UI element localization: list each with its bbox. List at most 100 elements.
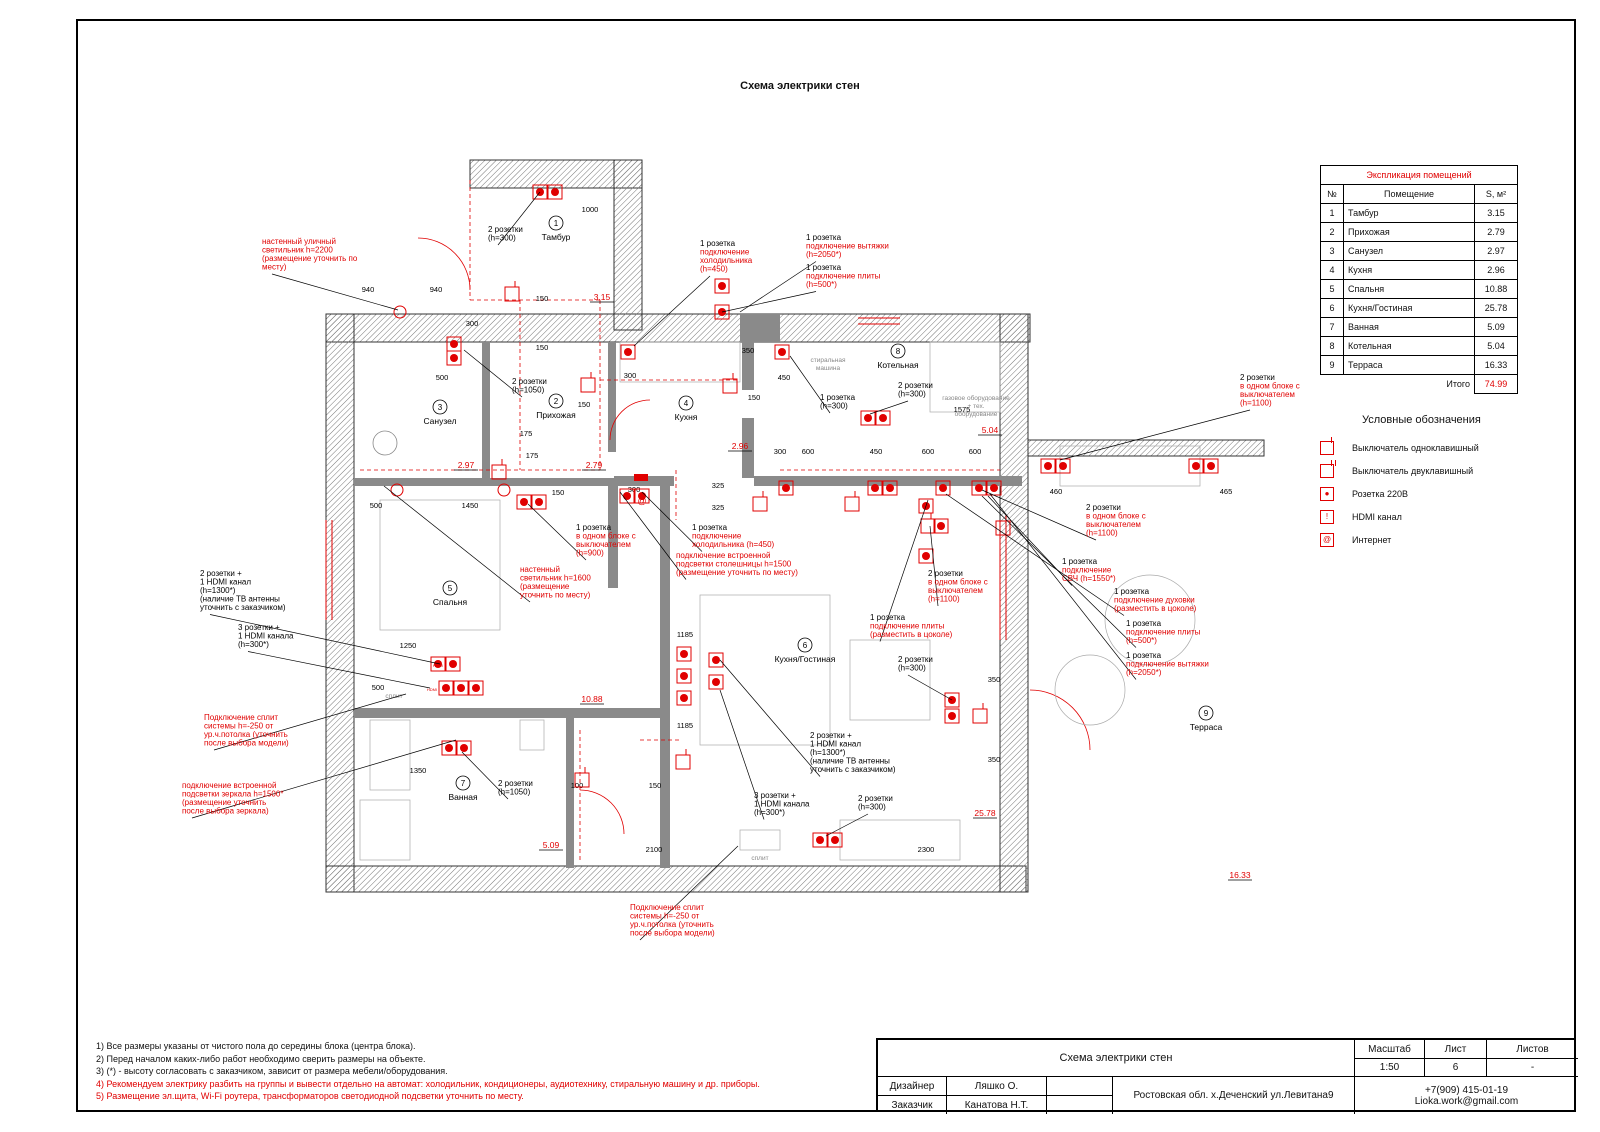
stamp-sheet-label: Лист bbox=[1424, 1040, 1486, 1058]
room-name: Терраса bbox=[1190, 722, 1223, 732]
socket-icon bbox=[1188, 458, 1204, 474]
socket-icon bbox=[532, 184, 548, 200]
dimension-label: 940 bbox=[430, 285, 443, 294]
furniture-outline bbox=[929, 341, 1001, 413]
socket-icon bbox=[1059, 462, 1067, 470]
callout-text: 1 розетка(h=300) bbox=[820, 393, 856, 411]
socket-icon bbox=[864, 414, 872, 422]
room-number-circle bbox=[890, 343, 906, 359]
explication-row: 1 Тамбур 3.15 bbox=[1320, 203, 1518, 223]
callout-leader bbox=[719, 659, 821, 777]
socket-icon bbox=[619, 488, 635, 504]
exterior-wall bbox=[1027, 439, 1265, 457]
callout-text: 1 розетка bbox=[1126, 619, 1162, 628]
walls bbox=[325, 159, 1265, 893]
stamp-drawing-title: Схема электрики стен bbox=[1059, 1052, 1173, 1064]
room-area-tag: 3.15 bbox=[594, 292, 611, 302]
socket-icon bbox=[922, 552, 930, 560]
legend-item-label: Выключатель двуклавишный bbox=[1352, 465, 1474, 476]
explication-total-label: Итого bbox=[1446, 379, 1470, 390]
interior-wall bbox=[354, 478, 608, 486]
socket-icon bbox=[712, 678, 720, 686]
hdmi-icon: HDMI bbox=[433, 663, 443, 668]
socket-icon bbox=[445, 744, 453, 752]
socket-icon bbox=[879, 414, 887, 422]
stamp-address: Ростовская обл. х.Деченский ул.Левитана9 bbox=[1112, 1076, 1354, 1114]
furniture-outline bbox=[359, 799, 411, 861]
socket-icon bbox=[860, 410, 876, 426]
single-switch-icon bbox=[504, 286, 520, 302]
room-number-circle bbox=[432, 399, 448, 415]
callout-leader bbox=[641, 491, 703, 552]
socket-icon bbox=[680, 694, 688, 702]
dimension-label: 325 bbox=[712, 503, 725, 512]
dimension-label: 2100 bbox=[646, 845, 663, 854]
interior-wall bbox=[608, 342, 616, 452]
door-swing bbox=[579, 789, 625, 835]
note-line: 4) Рекомендуем электрику разбить на груп… bbox=[96, 1078, 760, 1089]
dimension-label: 350 bbox=[988, 675, 1001, 684]
room-name: Кухня/Гостиная bbox=[775, 654, 836, 664]
legend-item-label: Розетка 220В bbox=[1352, 488, 1409, 499]
callout-text: 2 розетки bbox=[1240, 373, 1275, 382]
room-area-tag: 2.97 bbox=[458, 460, 475, 470]
socket-icon bbox=[438, 680, 454, 696]
stamp-scale-label: Масштаб bbox=[1354, 1040, 1424, 1058]
dimension-label: 300 bbox=[774, 447, 787, 456]
socket-icon bbox=[714, 278, 730, 294]
socket-icon bbox=[620, 344, 636, 360]
appliance-label: сплит bbox=[751, 855, 768, 862]
dimension-label: 1575 bbox=[954, 405, 971, 414]
callout-text: 1 розетка bbox=[806, 263, 842, 272]
room-name: Прихожая bbox=[536, 410, 576, 420]
note-line: 1) Все размеры указаны от чистого пола д… bbox=[96, 1041, 416, 1051]
legend: Условные обозначения Выключатель однокла… bbox=[1320, 414, 1580, 551]
callout-text: 2 розетки bbox=[928, 569, 963, 578]
explication-row: 8 Котельная 5.04 bbox=[1320, 336, 1518, 356]
dimension-label: 150 bbox=[536, 294, 549, 303]
callout-leader bbox=[1059, 409, 1251, 461]
dimension-label: 460 bbox=[1050, 487, 1063, 496]
stamp-empty-1 bbox=[1046, 1076, 1112, 1095]
room-number: 2 bbox=[554, 397, 559, 406]
dimension-label: 150 bbox=[748, 393, 761, 402]
socket-icon bbox=[449, 660, 457, 668]
callout-text: 1 розетка bbox=[870, 613, 906, 622]
legend-item: @Интернет bbox=[1320, 528, 1580, 551]
room-number: 9 bbox=[1204, 709, 1209, 718]
single-switch-icon bbox=[920, 518, 936, 534]
exterior-wall bbox=[999, 313, 1029, 893]
single-switch-icon bbox=[580, 377, 596, 393]
single-switch-icon bbox=[675, 754, 691, 770]
interior-wall bbox=[740, 314, 780, 342]
socket-icon bbox=[1203, 458, 1219, 474]
room-area-tag: 5.04 bbox=[982, 425, 999, 435]
legend-item: Выключатель двуклавишный bbox=[1320, 459, 1580, 482]
exterior-wall bbox=[325, 313, 355, 893]
callout-leader bbox=[879, 499, 929, 642]
callout-text: 2 розетки +1 HDMI канал(h=1300*)(наличие… bbox=[200, 569, 286, 612]
explication-row-area: 2.97 bbox=[1474, 241, 1518, 261]
explication-row-num: 3 bbox=[1320, 241, 1344, 261]
callout-text: 1 розетка bbox=[1114, 587, 1150, 596]
callout-leader bbox=[869, 400, 909, 415]
socket-icon bbox=[547, 184, 563, 200]
explication-header-area: S, м² bbox=[1474, 184, 1518, 204]
socket-icon bbox=[624, 348, 632, 356]
explication-caption: Экспликация помещений bbox=[1320, 165, 1518, 185]
explication-row: 5 Спальня 10.88 bbox=[1320, 279, 1518, 299]
wiring bbox=[360, 180, 1000, 860]
single-switch-icon bbox=[722, 378, 738, 394]
door-swing bbox=[1029, 689, 1091, 751]
room-number: 1 bbox=[554, 219, 559, 228]
callout-text: 2 розетки bbox=[1086, 503, 1121, 512]
socket-icon bbox=[551, 188, 559, 196]
socket-icon bbox=[445, 656, 461, 672]
callout-leader bbox=[463, 349, 523, 398]
explication-row: 3 Санузел 2.97 bbox=[1320, 241, 1518, 261]
